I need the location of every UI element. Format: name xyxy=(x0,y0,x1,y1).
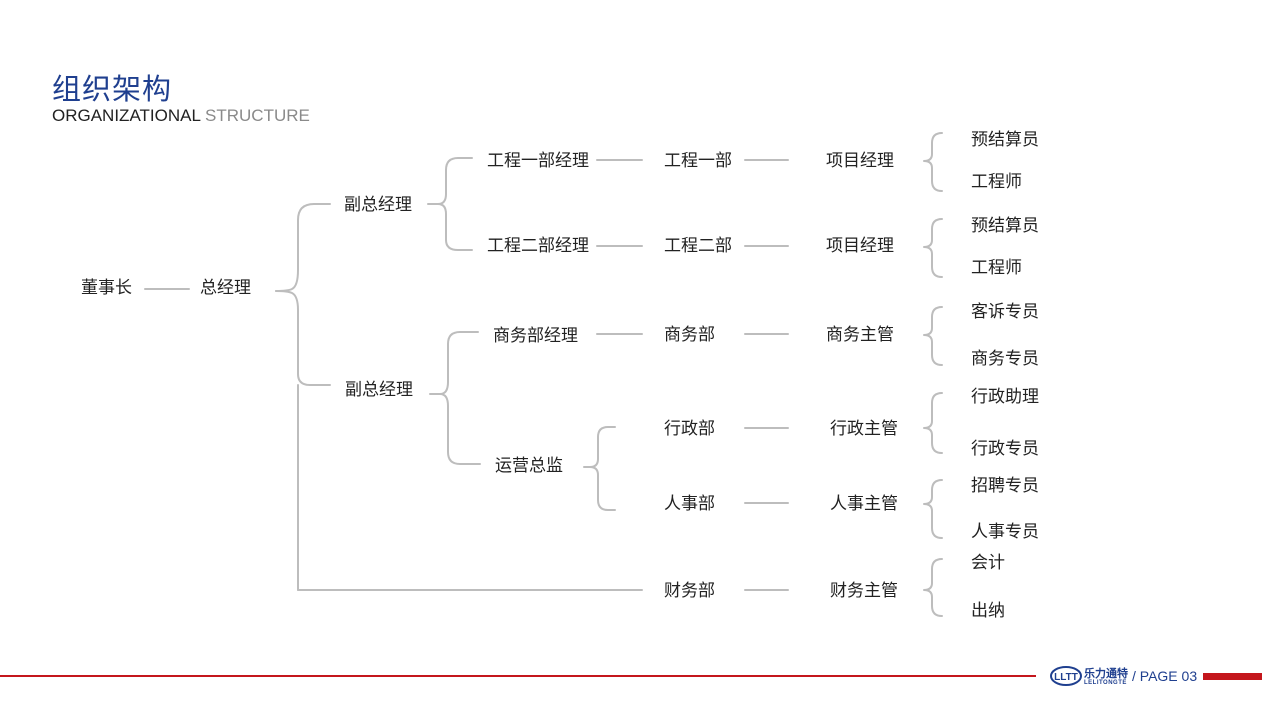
svg-text:LLTT: LLTT xyxy=(1054,672,1078,683)
node-hr-staff: 人事专员 xyxy=(971,522,1039,542)
node-deputy-gm-1: 副总经理 xyxy=(344,195,412,215)
node-eng2-staff: 工程师 xyxy=(971,258,1022,278)
bracket-biz-staff xyxy=(923,306,943,366)
node-hr-staff: 招聘专员 xyxy=(971,476,1039,496)
company-logo-icon: LLTT xyxy=(1050,666,1082,686)
node-finance-staff: 出纳 xyxy=(971,601,1005,621)
node-eng2-manager: 工程二部经理 xyxy=(487,236,589,256)
connector-gm-spine xyxy=(275,203,331,292)
logo-text-cn: 乐力通特 xyxy=(1084,667,1128,680)
bracket-ops-director xyxy=(589,426,616,511)
footer-rule-right xyxy=(1203,673,1262,680)
bracket-admin-staff xyxy=(923,392,943,454)
node-biz-manager: 商务部经理 xyxy=(493,326,578,346)
node-eng1-staff: 预结算员 xyxy=(971,130,1039,150)
node-biz-dept: 商务部 xyxy=(664,325,715,345)
node-ops-director: 运营总监 xyxy=(495,456,563,476)
subtitle-light: STRUCTURE xyxy=(205,106,310,125)
node-finance-supervisor: 财务主管 xyxy=(830,581,898,601)
connector-gm-lower xyxy=(275,290,331,386)
node-deputy-gm-2: 副总经理 xyxy=(345,380,413,400)
node-admin-staff: 行政助理 xyxy=(971,387,1039,407)
page-number: / PAGE 03 xyxy=(1132,668,1198,684)
bracket-deputy-gm-2 xyxy=(439,331,481,465)
node-eng2-dept: 工程二部 xyxy=(664,236,732,256)
footer-rule-left xyxy=(0,675,1036,677)
node-admin-dept: 行政部 xyxy=(664,419,715,439)
node-eng1-pm: 项目经理 xyxy=(826,151,894,171)
node-biz-staff: 客诉专员 xyxy=(971,302,1039,322)
bracket-finance-staff xyxy=(923,558,943,617)
bracket-eng2-staff xyxy=(923,218,943,278)
node-hr-supervisor: 人事主管 xyxy=(830,494,898,514)
node-eng1-dept: 工程一部 xyxy=(664,151,732,171)
node-chairman: 董事长 xyxy=(81,278,132,298)
bracket-eng1-staff xyxy=(923,132,943,192)
bracket-hr-staff xyxy=(923,479,943,539)
logo-text-en: LELITONGTE xyxy=(1084,680,1127,686)
page-title: 组织架构 xyxy=(52,72,173,106)
node-general-manager: 总经理 xyxy=(200,278,251,298)
node-eng2-pm: 项目经理 xyxy=(826,236,894,256)
node-finance-staff: 会计 xyxy=(971,553,1005,573)
node-biz-supervisor: 商务主管 xyxy=(826,325,894,345)
node-hr-dept: 人事部 xyxy=(664,494,715,514)
node-finance-dept: 财务部 xyxy=(664,581,715,601)
bracket-deputy-gm-1 xyxy=(437,157,473,251)
subtitle-dark: ORGANIZATIONAL xyxy=(52,106,201,125)
node-eng1-staff: 工程师 xyxy=(971,172,1022,192)
node-eng1-manager: 工程一部经理 xyxy=(487,151,589,171)
node-biz-staff: 商务专员 xyxy=(971,349,1039,369)
node-admin-supervisor: 行政主管 xyxy=(830,419,898,439)
page-subtitle: ORGANIZATIONAL STRUCTURE xyxy=(52,106,310,126)
node-admin-staff: 行政专员 xyxy=(971,439,1039,459)
node-eng2-staff: 预结算员 xyxy=(971,216,1039,236)
